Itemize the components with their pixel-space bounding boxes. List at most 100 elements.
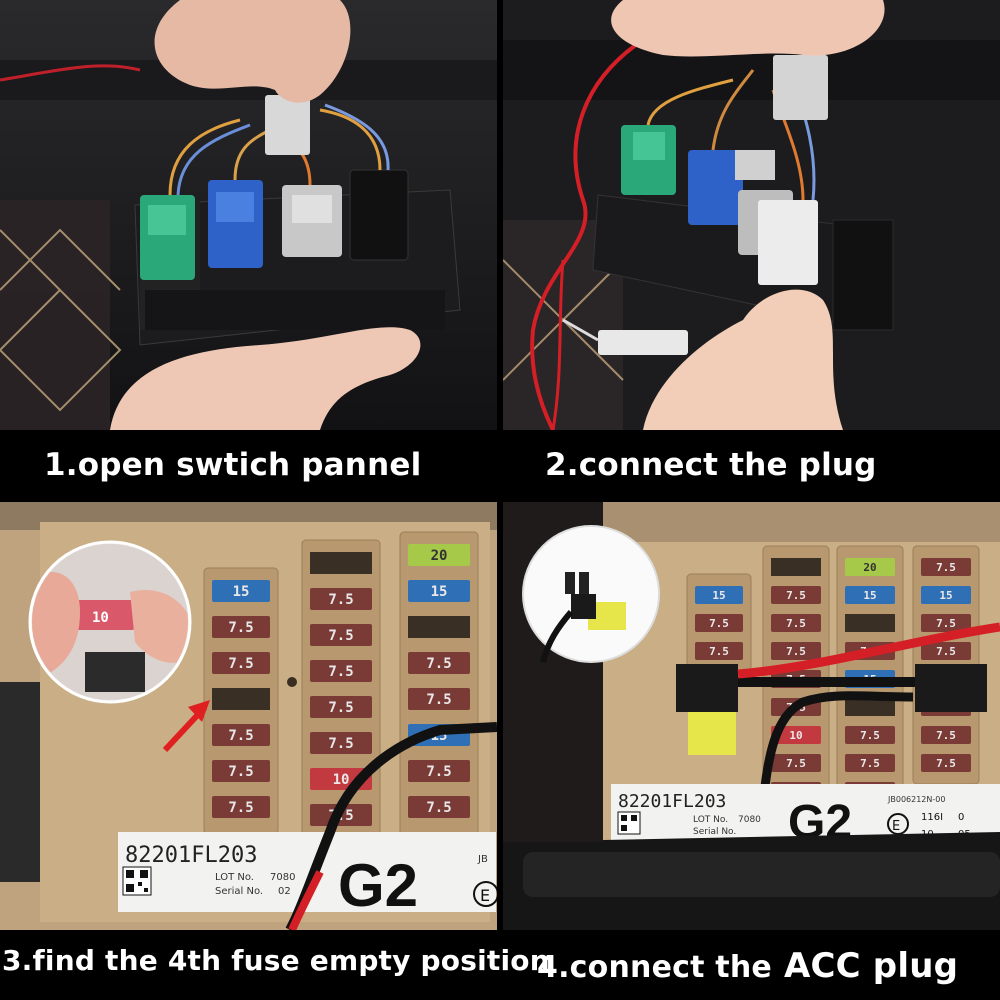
col3-fuse bbox=[408, 760, 470, 782]
col4-fuse bbox=[921, 614, 971, 632]
small-number-2: 0 bbox=[958, 812, 964, 823]
lot-value: 7080 bbox=[738, 815, 761, 825]
col1-fuse-rating: 7.5 bbox=[228, 728, 253, 744]
col2-fuse-rating: 7.5 bbox=[786, 645, 806, 658]
col3-fuse bbox=[408, 544, 470, 566]
qr-code-icon bbox=[122, 866, 152, 896]
red-arrow-icon bbox=[162, 700, 210, 753]
quilted-mat bbox=[0, 200, 122, 430]
col1-fuse-rating: 7.5 bbox=[709, 617, 729, 630]
step1-photo bbox=[0, 0, 497, 430]
lower-hand bbox=[643, 289, 843, 430]
lot-label: LOT No. bbox=[215, 872, 254, 883]
step2-caption: 2.connect the plug bbox=[545, 447, 877, 483]
col1-fuse-rating: 7.5 bbox=[228, 620, 253, 636]
e-mark-icon bbox=[473, 881, 497, 907]
col1-fuse bbox=[212, 760, 270, 782]
col3-fuse bbox=[408, 652, 470, 674]
step4-caption: 4.connect the ACC plug bbox=[537, 946, 958, 986]
col3-empty-slot bbox=[845, 698, 895, 716]
lower-hand bbox=[110, 327, 421, 430]
col1-fuse bbox=[212, 796, 270, 818]
small-number-1: 116I bbox=[921, 812, 943, 823]
switch-panel bbox=[134, 169, 461, 346]
col4-fuse bbox=[921, 642, 971, 660]
black-connector bbox=[349, 169, 409, 261]
col4-fuse bbox=[921, 586, 971, 604]
inset-fuse bbox=[70, 600, 135, 630]
col3-fuse-rating: 7.5 bbox=[426, 800, 451, 816]
col3-fuse bbox=[408, 580, 470, 602]
step1-caption: 1.open swtich pannel bbox=[44, 447, 422, 483]
col1-fuse-rating: 7.5 bbox=[228, 800, 253, 816]
col2-fuse bbox=[771, 754, 821, 772]
red-wire bbox=[530, 38, 645, 430]
col2-fuse bbox=[310, 624, 372, 646]
fuse-holder bbox=[676, 664, 738, 712]
white-plug bbox=[265, 95, 310, 155]
serial-value: 02 bbox=[278, 886, 291, 897]
col2-fuse-rating: 7.5 bbox=[328, 700, 353, 716]
col1-fuse-rating: 7.5 bbox=[228, 764, 253, 780]
col3-empty-slot bbox=[408, 616, 470, 638]
col2-fuse bbox=[310, 588, 372, 610]
col1-fuse bbox=[212, 580, 270, 602]
col2-fuse-rating: 7.5 bbox=[786, 617, 806, 630]
col2-fuse-rating: 7.5 bbox=[328, 592, 353, 608]
col2-fuse bbox=[310, 732, 372, 754]
col1-fuse bbox=[212, 724, 270, 746]
cert-mark: E bbox=[480, 886, 490, 905]
col3-empty-slot bbox=[845, 614, 895, 632]
step4-photo: 157.57.57.57.57.57.57.5107.57.520157.515… bbox=[503, 502, 1000, 930]
col2-fuse-rating: 7.5 bbox=[328, 736, 353, 752]
col3-fuse-rating: 7.5 bbox=[426, 692, 451, 708]
col2-fuse-rating: 10 bbox=[333, 772, 350, 788]
inset-fuse-tap bbox=[522, 525, 660, 663]
step4-caption-prefix: 4.connect the bbox=[537, 950, 772, 985]
e-mark-icon bbox=[887, 813, 909, 835]
col3-fuse bbox=[408, 796, 470, 818]
step2-photo bbox=[503, 0, 1000, 430]
upper-hand bbox=[611, 0, 885, 57]
col2-fuse bbox=[771, 614, 821, 632]
col1-fuse-rating: 7.5 bbox=[228, 656, 253, 672]
lot-label: LOT No. bbox=[693, 815, 728, 825]
lot-value: 7080 bbox=[270, 872, 295, 883]
col2-fuse-rating: 10 bbox=[789, 729, 802, 742]
col3-fuse-rating: 15 bbox=[431, 584, 448, 600]
yellow-fuse-tap bbox=[688, 710, 736, 755]
col1-empty-slot bbox=[212, 688, 270, 710]
col2-fuse bbox=[771, 586, 821, 604]
inset-fuse-rating: 10 bbox=[92, 610, 109, 626]
col3-fuse-rating: 7.5 bbox=[860, 729, 880, 742]
step3-caption: 3.find the 4th fuse empty position bbox=[2, 944, 550, 977]
blue-connector bbox=[688, 150, 743, 225]
col4-fuse-rating: 7.5 bbox=[936, 617, 956, 630]
part-number: 82201FL203 bbox=[125, 843, 257, 868]
step4-caption-acc: ACC plug bbox=[783, 946, 959, 986]
red-wire bbox=[288, 870, 324, 930]
col2-empty-slot bbox=[310, 552, 372, 574]
part-number: 82201FL203 bbox=[618, 791, 726, 812]
col2-empty-slot bbox=[771, 558, 821, 576]
col3-fuse-rating: 20 bbox=[863, 561, 876, 574]
jb-code: JB006212N-00 bbox=[887, 795, 945, 804]
col2-fuse bbox=[310, 660, 372, 682]
col3-fuse bbox=[845, 586, 895, 604]
col4-fuse-rating: 15 bbox=[939, 589, 952, 602]
upper-hand bbox=[154, 0, 351, 103]
model-code: G2 bbox=[338, 852, 418, 919]
col1-fuse-rating: 7.5 bbox=[709, 645, 729, 658]
qr-code-icon bbox=[617, 811, 641, 835]
col1-fuse bbox=[695, 642, 743, 660]
col2-fuse-rating: 7.5 bbox=[786, 589, 806, 602]
col4-fuse-rating: 7.5 bbox=[936, 645, 956, 658]
step3-photo: 157.57.57.57.57.57.57.57.57.57.5107.57.5… bbox=[0, 502, 497, 930]
red-wire bbox=[737, 622, 1000, 679]
col2-fuse bbox=[771, 642, 821, 660]
col1-fuse bbox=[212, 616, 270, 638]
jb-code: JB bbox=[477, 854, 488, 865]
col2-fuse bbox=[771, 726, 821, 744]
col3-fuse-rating: 7.5 bbox=[426, 764, 451, 780]
harness-plug bbox=[598, 330, 688, 355]
